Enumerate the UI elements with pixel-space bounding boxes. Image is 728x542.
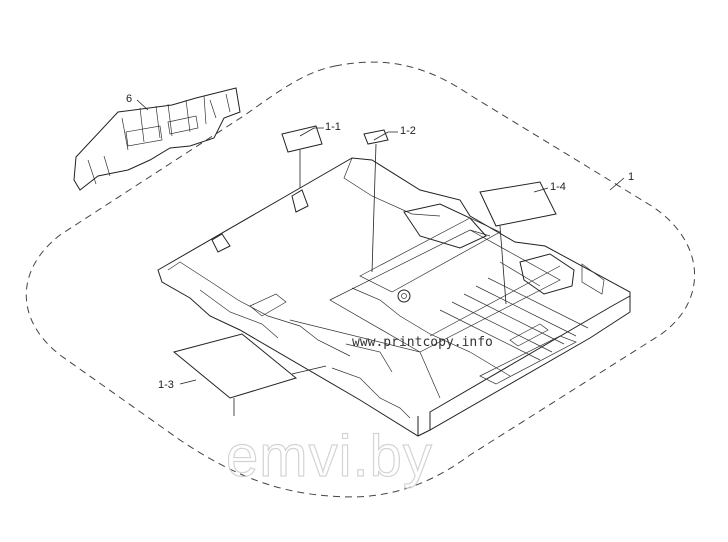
callout-1-4: 1-4 bbox=[550, 181, 566, 193]
leader-lines bbox=[136, 99, 625, 416]
callout-1-3: 1-3 bbox=[158, 379, 174, 391]
watermark-site: www.printcopy.info bbox=[352, 335, 493, 350]
part-6-guide bbox=[73, 87, 241, 191]
part-1-tray bbox=[157, 157, 631, 437]
part-1-2-label bbox=[363, 129, 389, 145]
callout-1: 1 bbox=[628, 171, 634, 183]
callout-6: 6 bbox=[126, 93, 132, 105]
watermark-brand: emvi.by bbox=[226, 424, 433, 489]
part-1-4-label bbox=[479, 181, 557, 227]
part-1-3-label bbox=[172, 333, 298, 399]
part-1-1-label bbox=[281, 125, 323, 153]
callout-1-1: 1-1 bbox=[325, 121, 341, 133]
assembly-boundary bbox=[25, 61, 695, 498]
callout-1-2: 1-2 bbox=[400, 125, 416, 137]
